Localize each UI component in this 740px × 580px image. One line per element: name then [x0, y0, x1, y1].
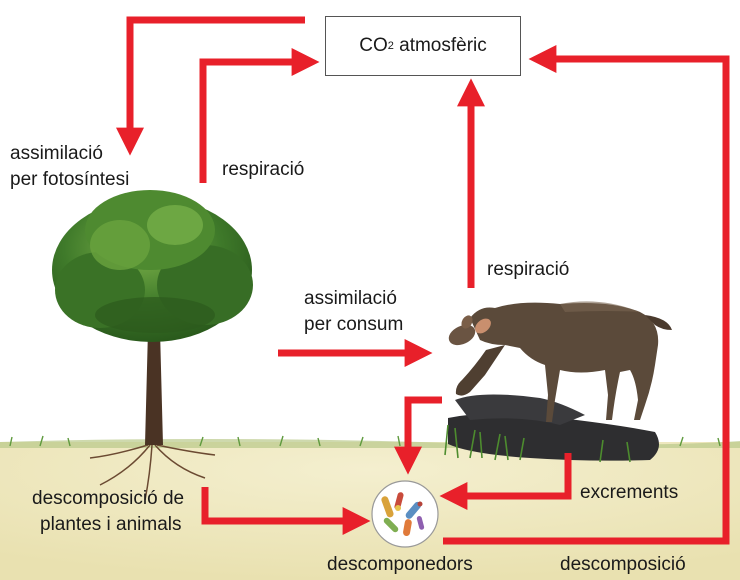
co2-suffix: atmosfèric: [394, 35, 487, 57]
label-assimilation-consumption-1: assimilació: [304, 287, 397, 311]
label-assimilation-photosynthesis-2: per fotosíntesi: [10, 168, 129, 192]
co2-prefix: CO: [359, 35, 388, 57]
label-decomposition-plants-1: descomposició de: [32, 487, 184, 511]
label-assimilation-photosynthesis-1: assimilació: [10, 142, 103, 166]
label-decomposition-plants-2: plantes i animals: [40, 513, 182, 537]
label-excrements: excrements: [580, 481, 678, 505]
label-assimilation-consumption-2: per consum: [304, 313, 403, 337]
label-respiration-tree: respiració: [222, 158, 304, 182]
label-decomposition: descomposició: [560, 553, 686, 577]
decomposers-icon: [372, 481, 438, 547]
arrow-photosynthesis: [130, 20, 305, 136]
label-decomposers: descomponedors: [327, 553, 473, 577]
label-respiration-deer: respiració: [487, 258, 569, 282]
